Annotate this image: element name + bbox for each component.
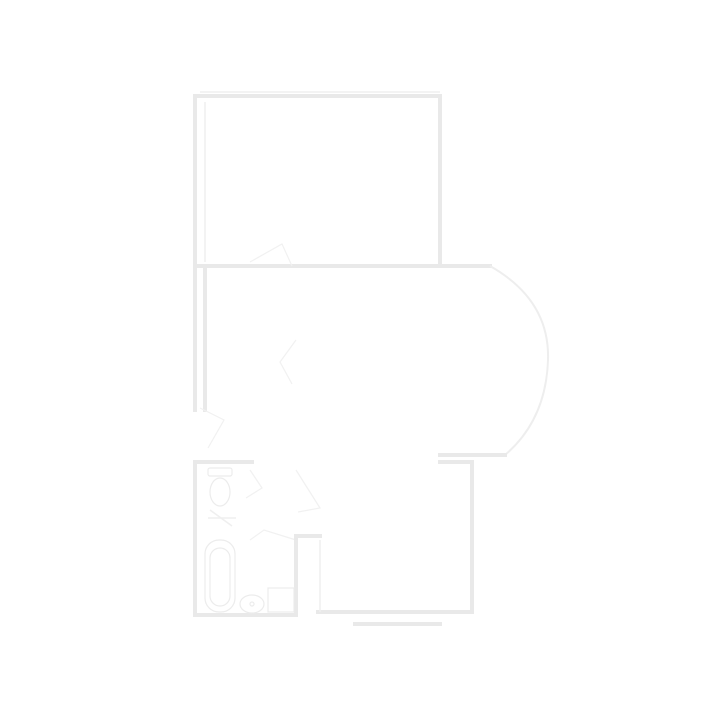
door-lower bbox=[249, 529, 297, 541]
toilet-icon bbox=[207, 467, 233, 507]
bathroom bbox=[193, 460, 298, 617]
door-bath bbox=[245, 469, 263, 499]
washing-machine-icon bbox=[267, 587, 295, 613]
lower-right-room bbox=[316, 460, 474, 626]
door-left bbox=[199, 407, 225, 449]
door-middle bbox=[279, 339, 297, 385]
middle-room bbox=[193, 264, 550, 457]
bathtub-icon bbox=[204, 539, 236, 613]
door-swings bbox=[199, 243, 321, 541]
bay-window bbox=[489, 265, 550, 456]
hallway bbox=[294, 534, 322, 614]
sink-icon bbox=[239, 594, 265, 614]
door-upper bbox=[249, 243, 293, 267]
door-hall bbox=[295, 469, 321, 513]
upper-room bbox=[193, 91, 442, 268]
